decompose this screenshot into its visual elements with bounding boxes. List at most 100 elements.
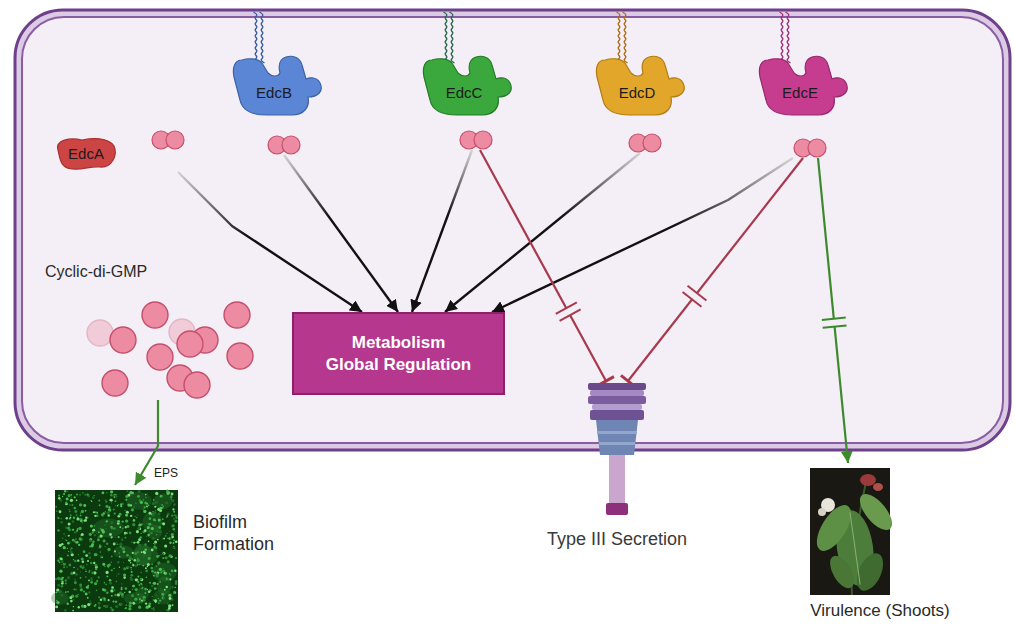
micrograph-speckle: [121, 550, 122, 551]
micrograph-speckle: [63, 563, 66, 566]
micrograph-speckle: [111, 586, 114, 589]
micrograph-speckle: [130, 515, 132, 517]
protein-label: EdcC: [446, 84, 483, 103]
micrograph-speckle: [55, 578, 57, 580]
micrograph-speckle: [60, 577, 63, 580]
micrograph-speckle: [87, 603, 90, 606]
micrograph-speckle: [148, 590, 151, 593]
protein-shape: [423, 56, 511, 115]
micrograph-speckle: [73, 567, 74, 568]
micrograph-speckle: [137, 551, 140, 554]
micrograph-speckle: [125, 499, 127, 501]
micrograph-speckle: [90, 562, 93, 565]
micrograph-speckle: [173, 548, 175, 550]
micrograph-speckle: [86, 493, 88, 495]
micrograph-speckle: [106, 511, 109, 514]
apparatus-stripe: [599, 442, 635, 445]
activation-arrow: [412, 150, 472, 312]
micrograph-haze: [153, 493, 172, 509]
membrane-anchor: [786, 12, 791, 63]
apparatus-base: [596, 420, 638, 455]
micrograph-speckle: [137, 558, 139, 560]
micrograph-speckle: [147, 563, 150, 566]
apparatus-ring: [590, 410, 644, 420]
micrograph-speckle: [130, 567, 131, 568]
micrograph-speckle: [98, 500, 100, 502]
micrograph-speckle: [151, 523, 153, 525]
micrograph-haze: [93, 519, 124, 538]
protein-label: EdcB: [256, 84, 292, 103]
micrograph-haze: [126, 492, 152, 509]
micrograph-haze: [51, 591, 69, 604]
micrograph-speckle: [167, 560, 170, 563]
micrograph-speckle: [146, 606, 149, 609]
micrograph-speckle: [85, 576, 87, 578]
micrograph-speckle: [141, 601, 143, 603]
micrograph-speckle: [144, 543, 147, 546]
micrograph-speckle: [153, 582, 156, 585]
c-di-gmp-molecule: [177, 331, 203, 357]
micrograph-speckle: [153, 599, 155, 601]
micrograph-speckle: [90, 525, 93, 528]
protein-label: EdcD: [619, 84, 656, 103]
micrograph-speckle: [159, 507, 162, 510]
micrograph-speckle: [132, 552, 134, 554]
micrograph-speckle: [83, 550, 86, 553]
micrograph-speckle: [172, 547, 173, 548]
micrograph-speckle: [125, 519, 128, 522]
micrograph-speckle: [81, 558, 84, 561]
micrograph-speckle: [170, 588, 171, 589]
micrograph-speckle: [145, 602, 147, 604]
c-di-gmp-molecule: [102, 370, 128, 396]
micrograph-speckle: [92, 529, 95, 532]
micrograph-speckle: [146, 536, 147, 537]
micrograph-speckle: [76, 517, 79, 520]
micrograph-speckle: [93, 511, 95, 513]
process-label: Metabolism Global Regulation: [325, 332, 473, 375]
micrograph-speckle: [132, 564, 134, 566]
micrograph-speckle: [125, 587, 128, 590]
micrograph-speckle: [71, 497, 72, 498]
micrograph-speckle: [87, 560, 89, 562]
micrograph-speckle: [135, 542, 136, 543]
micrograph-speckle: [124, 537, 126, 539]
micrograph-speckle: [58, 497, 61, 500]
micrograph-speckle: [98, 602, 101, 605]
micrograph-speckle: [73, 572, 76, 575]
micrograph-speckle: [152, 514, 155, 517]
micrograph-speckle: [92, 496, 95, 499]
micrograph-speckle: [106, 492, 108, 494]
micrograph-speckle: [111, 561, 112, 562]
micrograph-speckle: [68, 528, 71, 531]
biofilm-image: Biofilm Formation: [50, 485, 300, 615]
micrograph-speckle: [169, 530, 170, 531]
micrograph-speckle: [67, 591, 69, 593]
micrograph-speckle: [63, 533, 65, 535]
shoot-tip: [873, 483, 883, 491]
micrograph-speckle: [80, 588, 83, 591]
shoot-tip: [860, 474, 876, 486]
micrograph-speckle: [72, 520, 75, 523]
micrograph-speckle: [59, 590, 62, 593]
micrograph-speckle: [153, 518, 156, 521]
micrograph-speckle: [83, 520, 85, 522]
micrograph-speckle: [77, 568, 78, 569]
micrograph-speckle: [55, 605, 58, 608]
micrograph-speckle: [122, 547, 125, 550]
micrograph-speckle: [134, 598, 137, 601]
micrograph-speckle: [139, 499, 141, 501]
break-mark: [823, 326, 847, 328]
micrograph-speckle: [132, 602, 135, 605]
micrograph-speckle: [173, 503, 175, 505]
micrograph-speckle: [135, 588, 138, 591]
secretion-apparatus-art: [530, 381, 705, 552]
micrograph-speckle: [113, 527, 116, 530]
micrograph-haze: [152, 562, 177, 581]
micrograph-speckle: [92, 540, 95, 543]
micrograph-speckle: [171, 524, 174, 527]
micrograph-speckle: [118, 504, 119, 505]
micrograph-speckle: [163, 553, 165, 555]
micrograph-speckle: [78, 527, 81, 530]
micrograph-speckle: [174, 514, 176, 516]
c-di-gmp-molecule: [227, 343, 253, 369]
